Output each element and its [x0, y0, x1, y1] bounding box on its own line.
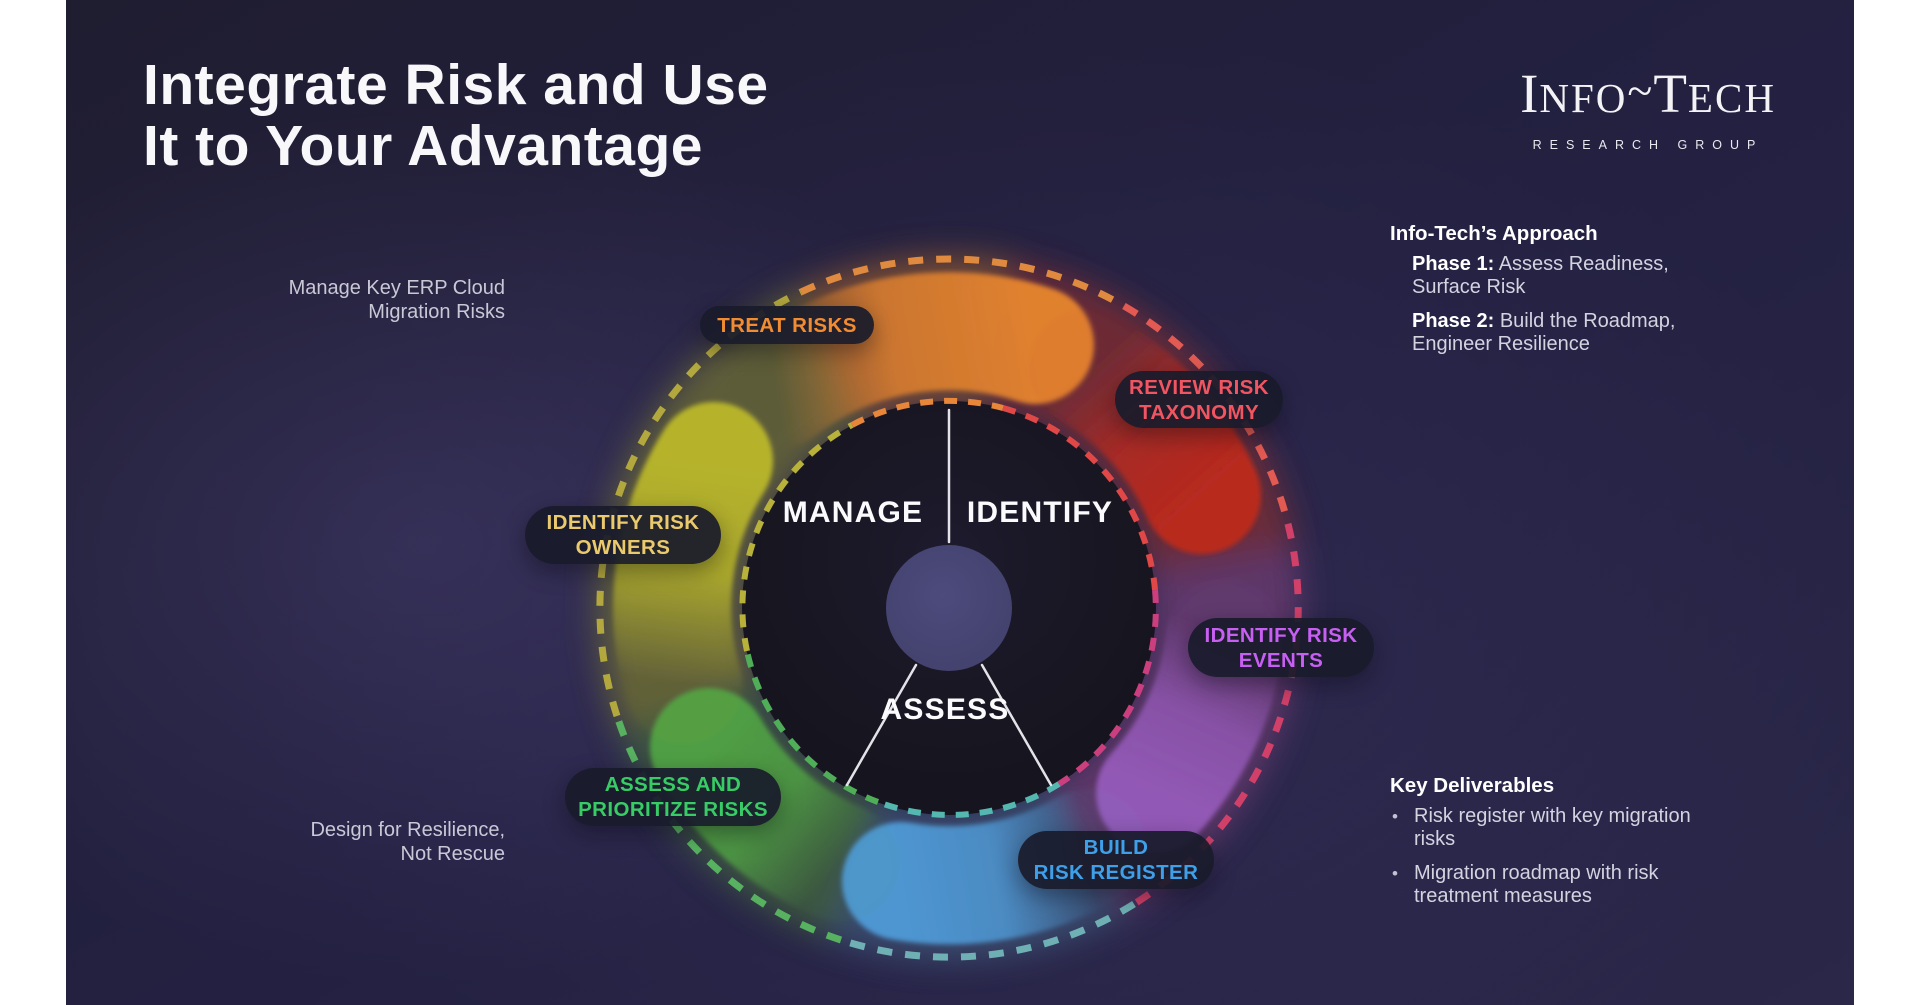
- segment-label-assess: ASSESS: [880, 693, 1010, 726]
- phase-1-label: Phase 1:: [1412, 253, 1495, 275]
- inner-dash-orange: [850, 397, 1004, 428]
- inner-dash-magenta: [1057, 589, 1159, 787]
- deliverables-panel: Key Deliverables • Risk register with ke…: [1390, 774, 1694, 919]
- phase-1-text: Assess Readiness, Surface Risk: [1412, 253, 1669, 298]
- approach-panel: Info-Tech’s Approach Phase 1: Assess Rea…: [1390, 222, 1690, 367]
- pill-line: ASSESS AND: [604, 773, 742, 796]
- pill-line: IDENTIFY RISK: [546, 511, 700, 534]
- phase-2: Phase 2: Build the Roadmap, Engineer Res…: [1412, 310, 1690, 356]
- divider-lower-left: [845, 663, 918, 787]
- logo-cap-i: I: [1520, 63, 1540, 124]
- phase-1: Phase 1: Assess Readiness, Surface Risk: [1412, 253, 1690, 299]
- phase-2-text: Build the Roadmap, Engineer Resilience: [1412, 310, 1676, 355]
- caption-top: Manage Key ERP Cloud Migration Risks: [205, 276, 505, 324]
- segment-label-manage: MANAGE: [782, 496, 924, 529]
- logo-cap-t: T: [1653, 63, 1688, 124]
- deliverable-2-text: Migration roadmap with risk treatment me…: [1414, 862, 1659, 907]
- pill-treat-risks: TREAT RISKS: [700, 306, 874, 344]
- phase-2-label: Phase 2:: [1412, 310, 1495, 332]
- deliverables-heading: Key Deliverables: [1390, 774, 1555, 797]
- logo-wordmark: INFO~TECH: [1504, 62, 1792, 137]
- outer-dash-green: [613, 714, 843, 944]
- petal-treat-risks: [719, 272, 1094, 449]
- logo-tilde: ~: [1627, 65, 1654, 116]
- segment-label-identify: IDENTIFY: [966, 496, 1114, 529]
- inner-dash-green: [744, 650, 880, 805]
- caption-bottom-line1: Design for Resilience,: [310, 819, 505, 841]
- pill-line: BUILD: [1083, 836, 1149, 859]
- page-title: Integrate Risk and Use It to Your Advant…: [143, 55, 769, 177]
- logo-nfo: NFO: [1539, 75, 1628, 121]
- pill-line: RISK REGISTER: [1033, 861, 1199, 884]
- title-line-1: Integrate Risk and Use: [143, 53, 769, 117]
- pill-line: REVIEW RISK: [1129, 375, 1269, 399]
- outer-dash-teal: [839, 901, 1136, 961]
- pill-line: TREAT RISKS: [717, 313, 857, 337]
- deliverable-1-text: Risk register with key migration risks: [1414, 805, 1691, 850]
- pill-line: PRIORITIZE RISKS: [578, 798, 768, 821]
- logo-ech: ECH: [1687, 75, 1776, 121]
- caption-top-line1: Manage Key ERP Cloud: [288, 277, 505, 299]
- outer-dash-orange: [799, 255, 1126, 310]
- inner-dashed-ring: [739, 397, 1159, 818]
- bullet-icon: •: [1392, 807, 1398, 826]
- logo-subtitle: RESEARCH GROUP: [1532, 138, 1764, 152]
- risk-cycle-diagram: [596, 255, 1302, 961]
- infotech-logo: INFO~TECH RESEARCH GROUP: [1504, 62, 1792, 153]
- inner-dash-red: [1002, 405, 1158, 591]
- petal-identify-owners: [613, 402, 773, 743]
- title-line-2: It to Your Advantage: [143, 114, 703, 178]
- caption-top-line2: Migration Risks: [368, 301, 505, 323]
- deliverable-item: • Migration roadmap with risk treatment …: [1392, 862, 1694, 908]
- pill-line: IDENTIFY RISK: [1204, 623, 1358, 647]
- caption-bottom-line2: Not Rescue: [400, 843, 506, 865]
- slide-canvas: Integrate Risk and Use It to Your Advant…: [66, 0, 1854, 1005]
- deliverable-item: • Risk register with key migration risks: [1392, 805, 1694, 851]
- inner-dash-olive: [739, 422, 854, 652]
- bullet-icon: •: [1392, 864, 1398, 883]
- approach-heading: Info-Tech’s Approach: [1390, 222, 1598, 245]
- caption-bottom: Design for Resilience, Not Rescue: [205, 818, 505, 866]
- divider-lower-right: [980, 663, 1053, 787]
- pill-line: TAXONOMY: [1138, 400, 1260, 424]
- pill-line: OWNERS: [575, 536, 671, 559]
- segment-dividers: [845, 408, 1053, 787]
- pill-line: EVENTS: [1238, 648, 1324, 672]
- center-hub: [886, 545, 1012, 671]
